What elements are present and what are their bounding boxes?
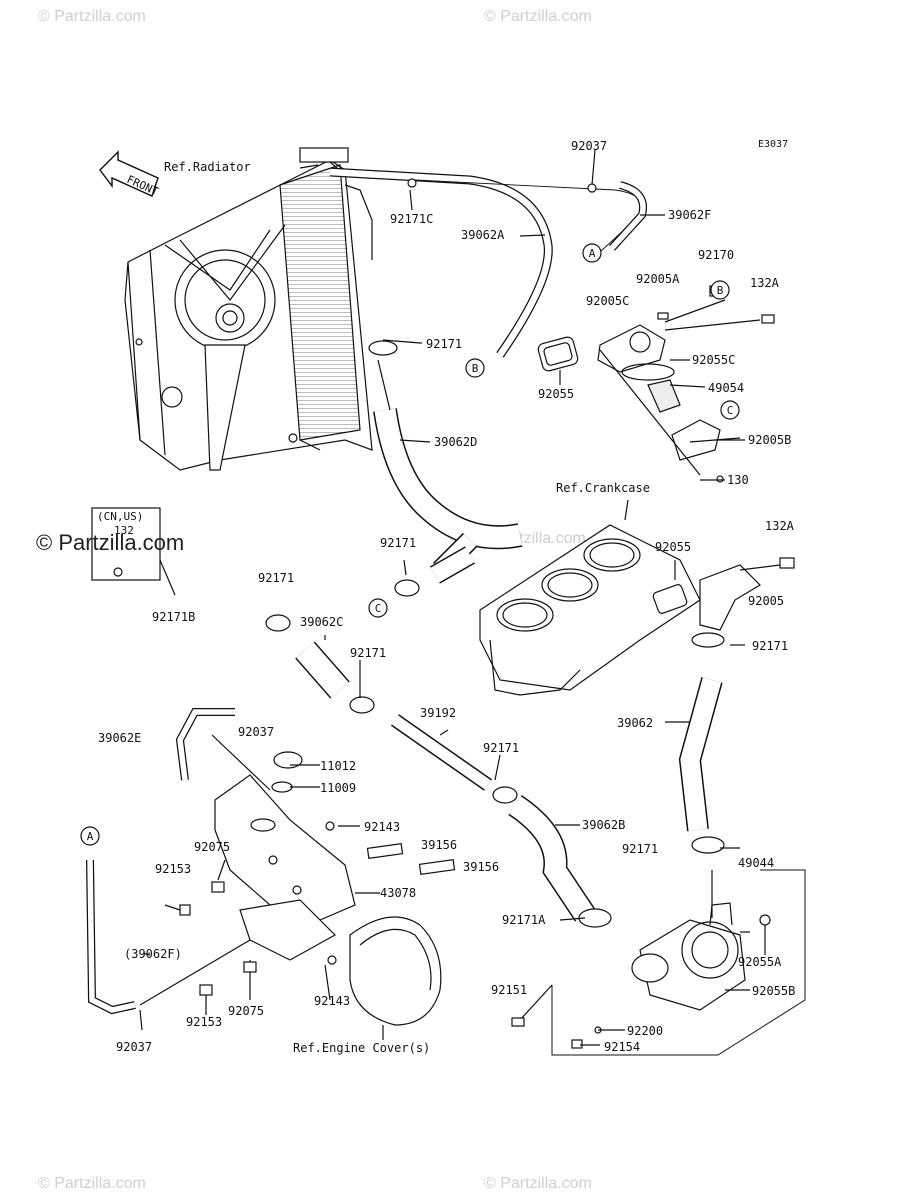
part-49044: 49044: [738, 856, 775, 870]
part-92075-1: 92075: [194, 840, 231, 854]
part-39062e: 39062E: [98, 731, 142, 745]
part-92143-1: 92143: [364, 820, 401, 834]
part-92055b: 92055B: [752, 984, 796, 998]
part-92153-2: 92153: [186, 1015, 223, 1029]
part-92055-top: 92055: [538, 387, 575, 401]
callout-b-top: [710, 280, 730, 300]
part-11012: 11012: [320, 759, 357, 773]
part-92037-mid: 92037: [238, 725, 275, 739]
part-43078: 43078: [380, 886, 417, 900]
note-label: (CN,US): [97, 510, 144, 523]
part-39062f: 39062F: [668, 208, 712, 222]
part-92171-1: 92171: [426, 337, 463, 351]
front-arrow-icon: [99, 150, 159, 197]
callout-a-bot: [80, 826, 100, 846]
watermark-bottom-right: © Partzilla.com: [484, 1175, 592, 1192]
part-92005: 92005: [748, 594, 785, 608]
part-92171-3: 92171: [258, 571, 295, 585]
part-11009: 11009: [320, 781, 357, 795]
callout-c-mid-label: C: [375, 602, 382, 615]
part-92171-2: 92171: [380, 536, 417, 550]
callout-b-mid: [465, 358, 485, 378]
callout-a-top-label: A: [589, 247, 596, 260]
part-92037-top: 92037: [571, 139, 608, 153]
part-92153-1: 92153: [155, 862, 192, 876]
engine-cover-drawing: [349, 916, 442, 1026]
part-39062d: 39062D: [434, 435, 478, 449]
part-92171a: 92171A: [502, 913, 546, 927]
part-92055c: 92055C: [692, 353, 736, 367]
part-92171-7: 92171: [622, 842, 659, 856]
note-part: 132: [114, 524, 134, 537]
ref-engine-cover: Ref.Engine Cover(s): [293, 1041, 431, 1055]
callout-c-top: [720, 400, 740, 420]
part-39062: 39062: [617, 716, 654, 730]
callout-a-top: [582, 243, 602, 263]
callout-b-top-label: B: [717, 284, 724, 297]
part-92200: 92200: [627, 1024, 664, 1038]
part-92005a: 92005A: [636, 272, 680, 286]
part-92055a: 92055A: [738, 955, 782, 969]
part-92055-mid: 92055: [655, 540, 692, 554]
part-39192: 39192: [420, 706, 457, 720]
part-39062a: 39062A: [461, 228, 505, 242]
diagram-code: E3037: [758, 139, 789, 150]
part-49054: 49054: [708, 381, 745, 395]
note-box: [91, 507, 161, 581]
part-92005c: 92005C: [586, 294, 630, 308]
part-92075-2: 92075: [228, 1004, 265, 1018]
ref-radiator: Ref.Radiator: [164, 160, 251, 174]
callout-c-mid: [368, 598, 388, 618]
part-130: 130: [727, 473, 749, 487]
watermark-bottom-left: © Partzilla.com: [38, 1175, 146, 1192]
part-92005b: 92005B: [748, 433, 792, 447]
part-132a-top: 132A: [750, 276, 779, 290]
part-92151: 92151: [491, 983, 528, 997]
callout-b-mid-label: B: [472, 362, 479, 375]
watermark-top-right: © Partzilla.com: [484, 8, 592, 25]
part-92171-5: 92171: [350, 646, 387, 660]
water-pump-drawing: [631, 902, 771, 1011]
part-39062b: 39062B: [582, 818, 626, 832]
part-39062f-paren: (39062F): [124, 947, 182, 961]
part-92143-2: 92143: [314, 994, 351, 1008]
thermostat-housing-drawing: [537, 285, 775, 483]
watermark-top-left: © Partzilla.com: [38, 8, 146, 25]
part-39062c: 39062C: [300, 615, 344, 629]
part-92171c: 92171C: [390, 212, 434, 226]
ref-crankcase: Ref.Crankcase: [556, 481, 650, 495]
pump-group-frame: [551, 869, 806, 1056]
part-92170: 92170: [698, 248, 735, 262]
reservoir-tank-drawing: [214, 751, 356, 965]
part-39156-2: 39156: [463, 860, 500, 874]
part-92154: 92154: [604, 1040, 641, 1054]
callout-c-top-label: C: [727, 404, 734, 417]
part-92037-bot: 92037: [116, 1040, 153, 1054]
part-92171-6: 92171: [483, 741, 520, 755]
callout-a-bot-label: A: [87, 830, 94, 843]
part-92171-4: 92171: [752, 639, 789, 653]
part-92171b: 92171B: [152, 610, 196, 624]
part-132a-mid: 132A: [765, 519, 794, 533]
crankcase-drawing: [479, 499, 701, 696]
part-39156-1: 39156: [421, 838, 458, 852]
radiator-drawing: [124, 147, 373, 471]
